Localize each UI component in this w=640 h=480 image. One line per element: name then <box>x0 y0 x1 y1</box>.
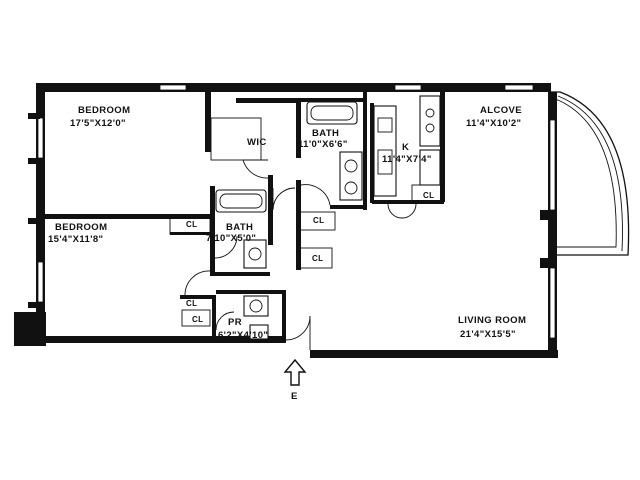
doors <box>184 159 417 350</box>
wic-label: WIC <box>247 137 267 148</box>
entrance-marker: E <box>283 358 307 402</box>
room-labels: BEDROOM 17'5"X12'0" WIC BATH 11'0"X6'6" … <box>48 105 526 341</box>
bedroom2-name: BEDROOM <box>55 222 107 233</box>
closet-label: CL <box>313 216 324 225</box>
closet-label: CL <box>312 254 323 263</box>
bay-window <box>540 91 630 268</box>
kitchen-size: 11'4"X7'4" <box>382 154 432 165</box>
alcove-size: 11'4"X10'2" <box>466 118 521 129</box>
entrance-label: E <box>291 391 298 402</box>
closet-label: CL <box>186 299 197 308</box>
living-room-name: LIVING ROOM <box>458 315 526 326</box>
closets <box>169 184 443 327</box>
bedroom1-size: 17'5"X12'0" <box>70 118 126 129</box>
closet-label: CL <box>192 315 203 324</box>
bedroom2-size: 15'4"X11'8" <box>48 234 103 245</box>
entrance-arrow-icon <box>283 358 307 386</box>
bath2-size: 7'10"X5'0" <box>206 233 256 244</box>
closet-label: CL <box>423 191 434 200</box>
powder-room-name: PR <box>228 317 242 328</box>
bath1-name: BATH <box>312 128 339 139</box>
alcove-name: ALCOVE <box>480 105 522 116</box>
bath1-size: 11'0"X6'6" <box>298 139 348 150</box>
fixtures <box>215 95 441 340</box>
bedroom1-name: BEDROOM <box>78 105 130 116</box>
powder-room-size: 6'2"X4'10" <box>218 330 268 341</box>
closet-label: CL <box>186 220 197 229</box>
bath2-name: BATH <box>226 222 253 233</box>
exterior-walls <box>14 83 558 358</box>
interior-walls <box>45 92 445 340</box>
kitchen-name: K <box>402 142 409 153</box>
living-room-size: 21'4"X15'5" <box>460 329 516 340</box>
